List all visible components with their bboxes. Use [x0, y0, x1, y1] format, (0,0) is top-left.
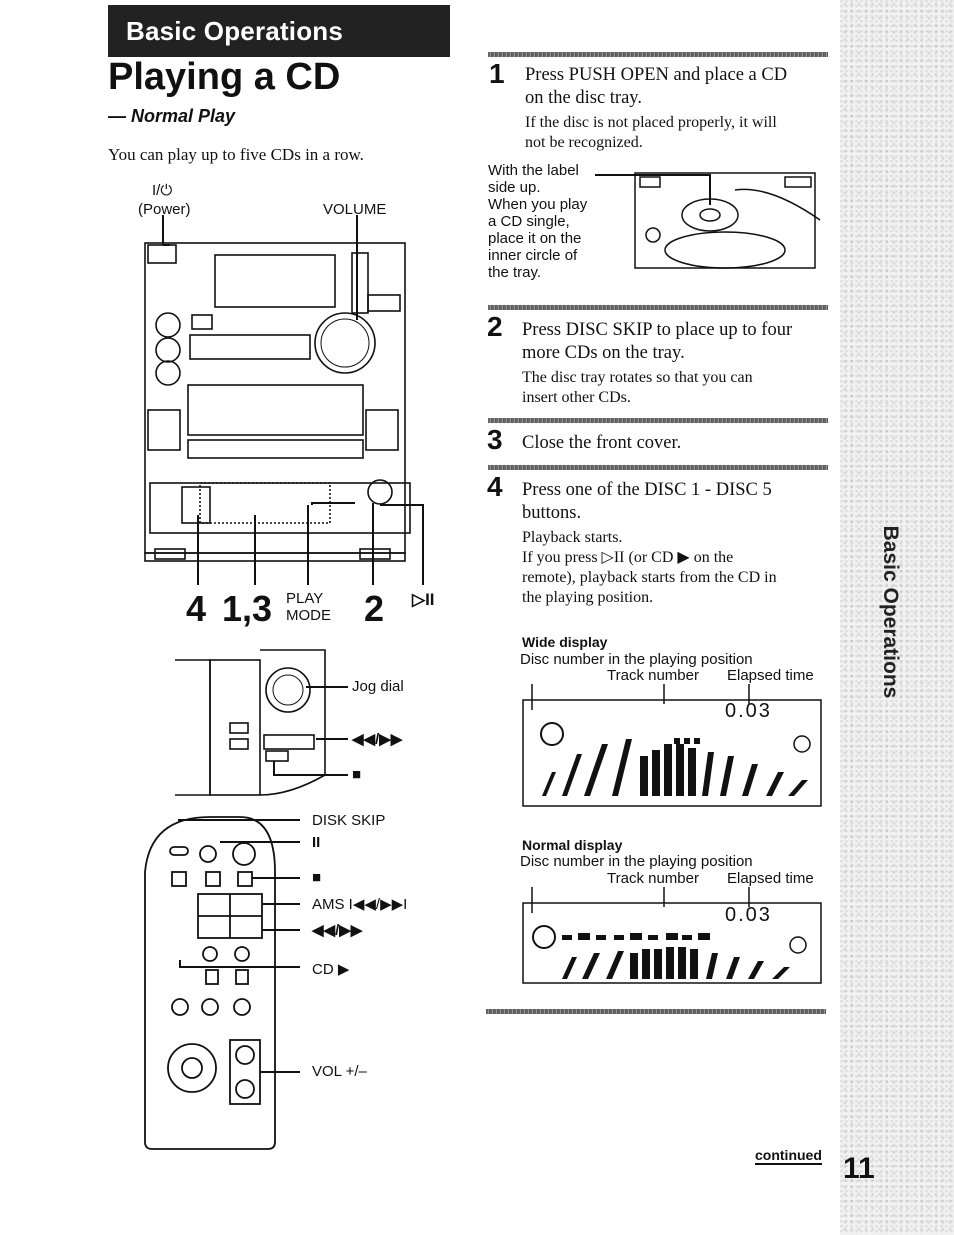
- callout-step-4: 4: [186, 588, 207, 629]
- divider-rule: [488, 418, 828, 423]
- step-2-number: 2: [487, 311, 503, 342]
- normal-elapsed-label: Elapsed time: [727, 870, 814, 887]
- divider-rule: [486, 1009, 826, 1014]
- step-1-note-line2: not be recognized.: [525, 134, 643, 151]
- wide-track-label: Track number: [607, 667, 699, 684]
- side-tab-label: Basic Operations: [879, 525, 902, 699]
- step-2-main-line1: Press DISC SKIP to place up to four: [522, 320, 793, 340]
- play-mode-line1: PLAY: [286, 590, 324, 607]
- callout-step-2: 2: [364, 588, 385, 629]
- normal-track-label: Track number: [607, 870, 699, 887]
- wide-display-panel: [522, 684, 822, 807]
- wide-disc-position-label: Disc number in the playing position: [520, 651, 753, 668]
- disk-skip-label: DISK SKIP: [312, 812, 386, 829]
- step-4-note-line1: Playback starts.: [522, 529, 623, 546]
- step-4-note-line3: remote), playback starts from the CD in: [522, 569, 777, 586]
- continued-label: continued: [755, 1147, 822, 1165]
- callout-steps-1-3: 1,3: [222, 588, 273, 629]
- tray-note-line7: the tray.: [488, 264, 542, 281]
- tray-note-line1: With the label: [488, 162, 579, 179]
- step-4-main: Press one of the DISC 1 - DISC 5 buttons…: [522, 479, 772, 525]
- wide-display-title: Wide display: [522, 634, 608, 650]
- play-mode-label: PLAY MODE: [286, 590, 331, 624]
- divider-rule: [488, 52, 828, 57]
- step-2-main: Press DISC SKIP to place up to four more…: [522, 319, 792, 365]
- section-header: Basic Operations: [108, 5, 450, 57]
- step-1-main-line2: on the disc tray.: [525, 88, 642, 108]
- wide-time-readout: 0.03: [725, 700, 772, 722]
- power-label: (Power): [138, 201, 191, 218]
- cd-tray-illustration: [595, 172, 821, 269]
- tray-note-line4: a CD single,: [488, 213, 570, 230]
- stereo-unit-illustration: [144, 215, 424, 585]
- remote-skip-label: ◀◀/▶▶: [312, 922, 363, 939]
- volume-label: VOLUME: [323, 201, 387, 218]
- step-4-note-line2: If you press ▷II (or CD ▶ on the: [522, 549, 734, 566]
- step-2-main-line2: more CDs on the tray.: [522, 343, 685, 363]
- jog-skip-label: ◀◀/▶▶: [352, 731, 403, 748]
- section-title: Basic Operations: [126, 16, 344, 46]
- step-4-main-line1: Press one of the DISC 1 - DISC 5: [522, 480, 772, 500]
- divider-rule: [488, 305, 828, 310]
- step-1-note-line1: If the disc is not placed properly, it w…: [525, 114, 777, 131]
- tray-note-line5: place it on the: [488, 230, 582, 247]
- step-2-note-line2: insert other CDs.: [522, 389, 631, 406]
- step-1-note: If the disc is not placed properly, it w…: [525, 113, 777, 153]
- normal-display-title: Normal display: [522, 837, 623, 853]
- side-tab: [840, 0, 954, 1235]
- step-4-note-line4: the playing position.: [522, 589, 654, 606]
- normal-time-readout: 0.03: [725, 904, 772, 926]
- play-mode-line2: MODE: [286, 607, 331, 624]
- step-2-note-line1: The disc tray rotates so that you can: [522, 369, 753, 386]
- remote-stop-label: ■: [312, 869, 322, 886]
- remote-pause-label: II: [312, 834, 321, 851]
- page-number: 11: [843, 1152, 875, 1185]
- remote-control-illustration: [144, 816, 300, 1150]
- step-3-main: Close the front cover.: [522, 433, 682, 453]
- normal-display-panel: [522, 887, 822, 984]
- step-1-main: Press PUSH OPEN and place a CD on the di…: [525, 64, 787, 110]
- wide-elapsed-label: Elapsed time: [727, 667, 814, 684]
- divider-rule: [488, 465, 828, 470]
- step-4-note: Playback starts. If you press ▷II (or CD…: [522, 528, 777, 608]
- jog-stop-label: ■: [352, 766, 362, 783]
- ams-label: AMS I◀◀/▶▶I: [312, 896, 408, 913]
- step-4-number: 4: [487, 471, 503, 502]
- step-2-note: The disc tray rotates so that you can in…: [522, 368, 753, 408]
- jog-dial-illustration: [175, 649, 348, 796]
- step-1-main-line1: Press PUSH OPEN and place a CD: [525, 65, 788, 85]
- page-subtitle: — Normal Play: [108, 106, 236, 126]
- tray-note-line2: side up.: [488, 179, 541, 196]
- normal-disc-position-label: Disc number in the playing position: [520, 853, 753, 870]
- step-1-number: 1: [489, 58, 505, 89]
- page-title: Playing a CD: [108, 56, 341, 98]
- vol-label: VOL +/–: [312, 1063, 367, 1080]
- jog-dial-label: Jog dial: [352, 678, 404, 695]
- tray-note: With the label side up. When you play a …: [488, 162, 587, 281]
- play-pause-symbol: ▷II: [412, 590, 435, 609]
- step-4-main-line2: buttons.: [522, 503, 582, 523]
- power-symbol: I/⏻: [152, 182, 173, 199]
- tray-note-line6: inner circle of: [488, 247, 578, 264]
- intro-text: You can play up to five CDs in a row.: [108, 145, 364, 164]
- tray-note-line3: When you play: [488, 196, 588, 213]
- cd-play-label: CD ▶: [312, 961, 350, 978]
- step-3-number: 3: [487, 424, 503, 455]
